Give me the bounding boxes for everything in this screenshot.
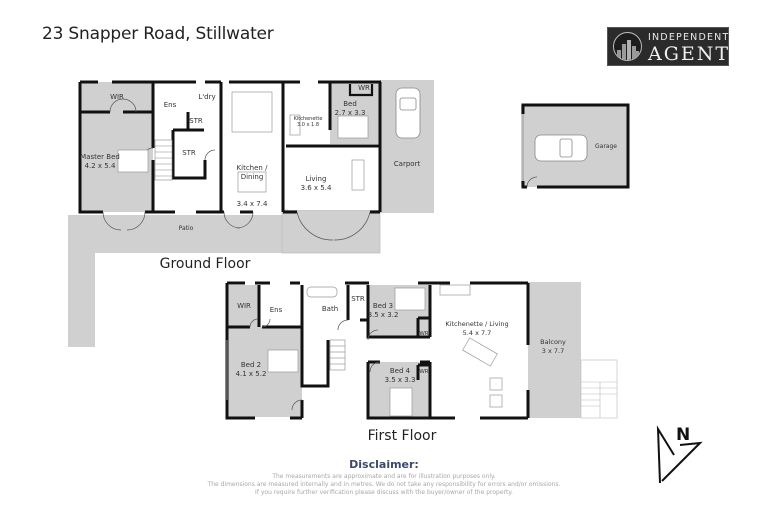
room-label-laundry: L'dry [198,93,216,101]
room-label-living: Living 3.6 x 5.4 [300,175,332,192]
north-label: N [676,425,691,445]
room-label-bath: Bath [321,305,339,313]
room-label-str: STR [351,295,365,303]
logo-line2: AGENT [648,43,731,65]
room-label-wir: WIR [110,93,124,101]
room-label-wr-2: WR [419,369,429,375]
room-label-garage: Garage [595,143,617,150]
agency-logo: INDEPENDENT AGENT [607,27,729,66]
room-label-carport: Carport [393,160,421,168]
room-label-str-2: STR [182,149,196,157]
room-label-kitchenette: Kitchenette 3.0 x 1.8 [293,116,323,128]
room-label-kitchen-dining: Kitchen / Dining 3.4 x 7.4 [236,164,268,208]
ground-floor-title: Ground Floor [159,256,251,272]
room-label-wr: WR [419,331,429,337]
disclaimer-line-2: The dimensions are measured internally a… [207,481,561,488]
city-skyline-icon [613,32,642,61]
ground-floor-plan [68,80,434,347]
room-label-ens: Ens [163,101,177,109]
garage-plan [521,103,630,189]
room-label-kitchenette-living: Kitchenette / Living 5.4 x 7.7 [445,320,509,337]
property-address: 23 Snapper Road, Stillwater [42,24,274,44]
logo-line1: INDEPENDENT [648,32,730,43]
room-label-bed-2: Bed 2 4.1 x 5.2 [235,361,267,378]
room-label-master-bed: Master Bed 4.2 x 5.4 [80,153,120,170]
room-label-ens: Ens [269,306,283,314]
room-label-wir: WIR [237,302,251,310]
first-floor-plan [225,281,618,420]
room-label-wr: WR [358,84,370,92]
room-label-bed-3: Bed 3 3.5 x 3.2 [367,302,399,319]
disclaimer-line-3: If you require further verification plea… [255,489,513,496]
room-label-str: STR [189,117,203,125]
disclaimer-line-1: The measurements are approximate and are… [272,473,496,480]
room-label-bed: Bed 2.7 x 3.3 [334,100,366,117]
disclaimer-heading: Disclaimer: [349,458,419,471]
room-label-balcony: Balcony 3 x 7.7 [540,338,566,355]
north-arrow-icon: N [652,425,712,490]
first-floor-title: First Floor [367,428,437,444]
room-label-patio: Patio [178,225,194,232]
room-label-bed-4: Bed 4 3.5 x 3.3 [384,367,416,384]
